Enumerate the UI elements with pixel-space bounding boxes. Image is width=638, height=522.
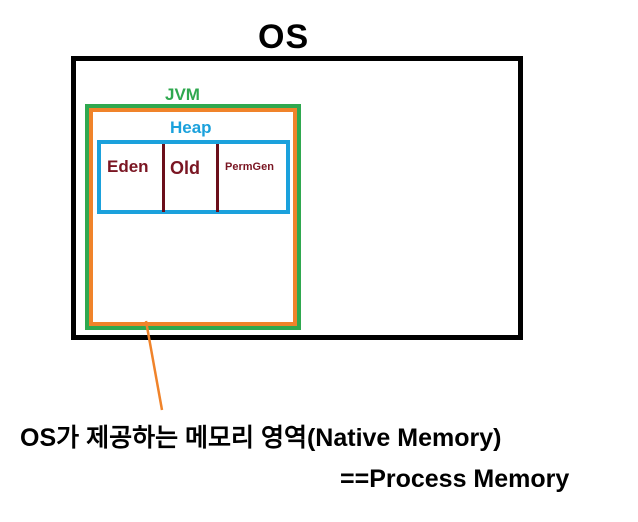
eden-label: Eden xyxy=(107,157,149,176)
os-label: OS xyxy=(258,18,310,56)
eden-old-divider xyxy=(162,144,165,212)
old-label: Old xyxy=(170,158,200,178)
heap-label: Heap xyxy=(170,118,212,137)
native-memory-caption: OS가 제공하는 메모리 영역(Native Memory) xyxy=(20,424,502,452)
jvm-label: JVM xyxy=(165,85,200,104)
jvm-box xyxy=(85,104,301,330)
heap-box xyxy=(97,140,290,214)
native-memory-box xyxy=(89,108,297,326)
permgen-label: PermGen xyxy=(225,161,274,173)
old-permgen-divider xyxy=(216,144,219,212)
os-box xyxy=(71,56,523,340)
process-memory-caption: ==Process Memory xyxy=(340,465,570,493)
